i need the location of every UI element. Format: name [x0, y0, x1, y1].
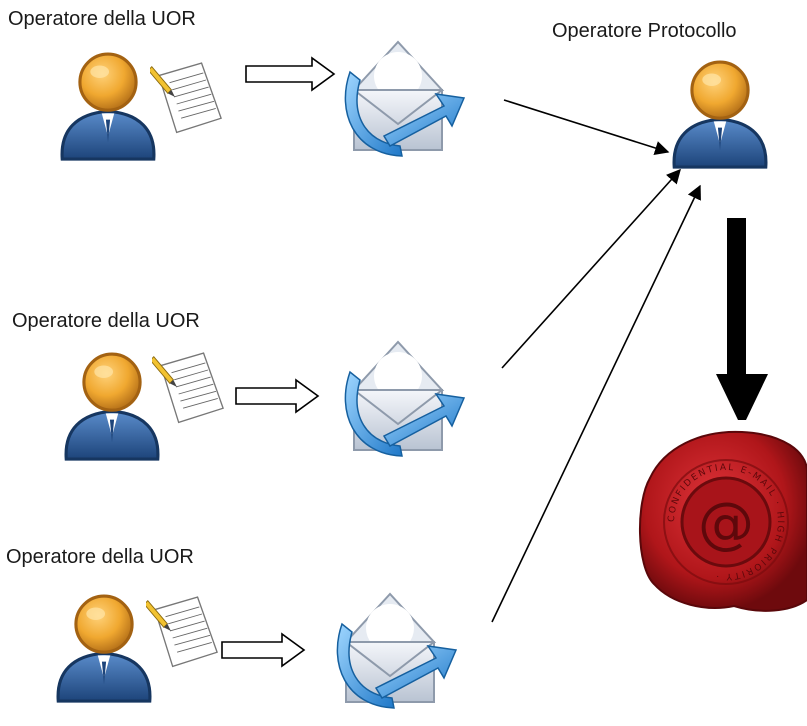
uor-operator-label-3: Operatore della UOR: [6, 546, 194, 568]
document-pen-icon: [146, 596, 218, 668]
uor-operator-label-2: Operatore della UOR: [12, 310, 200, 332]
outline-arrow-2: [235, 378, 320, 414]
outline-arrow-1: [245, 56, 336, 92]
thick-down-arrow: [716, 218, 768, 420]
document-pen-icon: [152, 352, 224, 424]
document-pen-icon: [150, 62, 222, 134]
mail-send-icon: [336, 593, 457, 709]
user-icon: [672, 60, 768, 169]
protocol-operator-label: Operatore Protocollo: [552, 20, 737, 42]
user-icon: [60, 52, 156, 161]
wax-seal-icon: CONFIDENTIAL E-MAIL · HIGH PRIORITY · @: [638, 430, 807, 612]
seal-at-symbol: @: [698, 491, 754, 556]
mail-send-icon: [344, 41, 465, 157]
mail-send-icon: [344, 341, 465, 457]
outline-arrow-3: [221, 632, 306, 668]
user-icon: [64, 352, 160, 461]
connector-line-2: [501, 168, 681, 369]
connector-line-3: [491, 184, 701, 623]
connector-line-1: [503, 99, 670, 155]
user-icon: [56, 594, 152, 703]
uor-operator-label-1: Operatore della UOR: [8, 8, 196, 30]
